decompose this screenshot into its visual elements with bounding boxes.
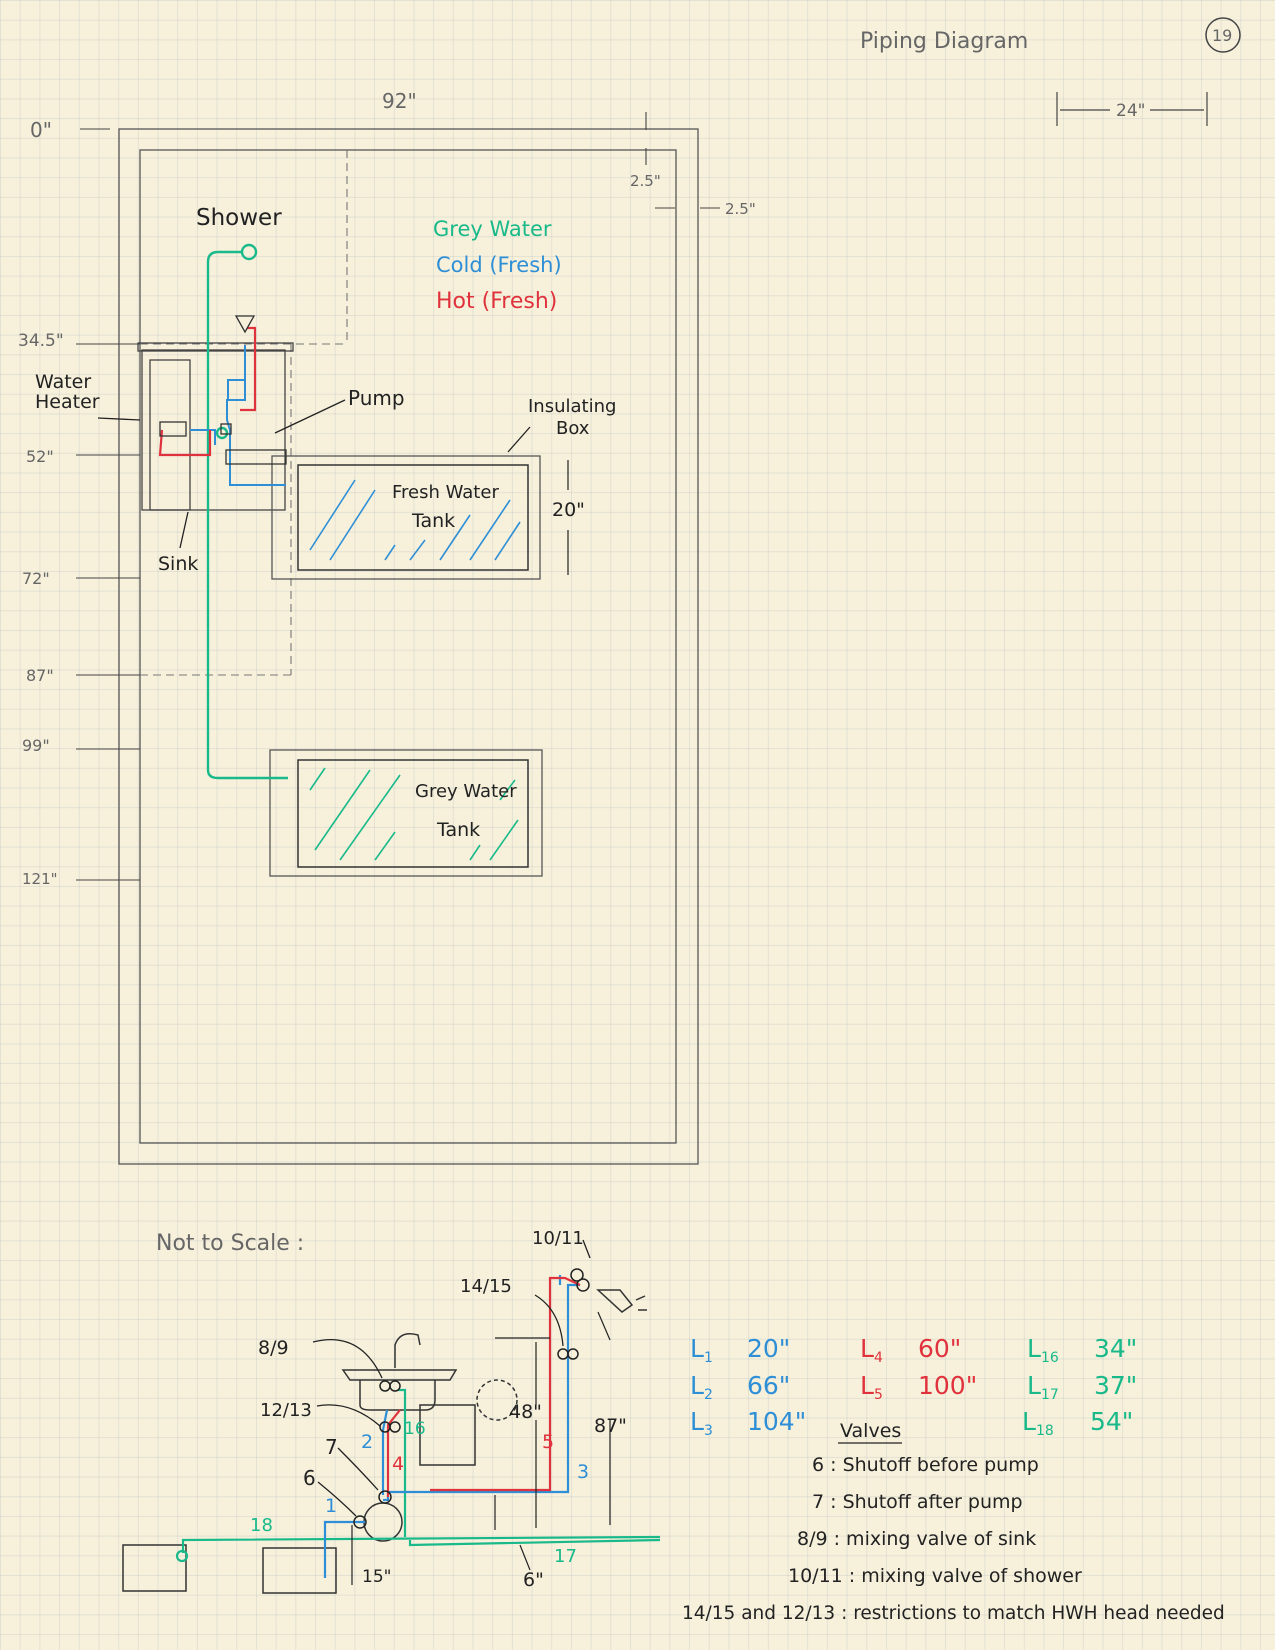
width-label: 92": [382, 89, 417, 113]
y-mark-72: 72": [22, 569, 50, 588]
valve-7: 7 : Shutoff after pump: [812, 1491, 1023, 1513]
plan-grey-pipe: [206, 243, 288, 780]
schematic-hot-pipe: [386, 1276, 581, 1497]
side-width-dimension: [1056, 92, 1208, 126]
callout-12-13: 12/13: [260, 1400, 312, 1421]
grey-tank-label-2: Tank: [436, 819, 480, 841]
schematic-valves: [353, 1268, 590, 1529]
legend-cold: Cold (Fresh): [436, 253, 562, 277]
sink-arrow: [179, 511, 189, 549]
margin-side-label: 2.5": [725, 200, 756, 218]
pipe-number-1: 1: [325, 1495, 337, 1517]
plan-hot-pipe: [158, 326, 257, 457]
margin-arrows: [645, 112, 720, 209]
y-mark-121: 121": [22, 870, 58, 888]
fresh-tank-label-2: Tank: [411, 510, 455, 532]
length-l3: 104": [747, 1407, 806, 1436]
side-width-label: 24": [1116, 101, 1145, 121]
length-l1: 20": [747, 1334, 790, 1363]
floor-plan: [118, 128, 699, 1165]
valve-8-9: 8/9 : mixing valve of sink: [797, 1528, 1036, 1550]
dim-48: 48": [509, 1401, 542, 1423]
length-l18-key: L18: [1022, 1407, 1054, 1439]
plan-fixtures: [159, 315, 287, 465]
page-number: 19: [1212, 26, 1232, 45]
page-number-circle: [1205, 17, 1241, 53]
legend-grey: Grey Water: [433, 217, 552, 241]
length-l4: 60": [918, 1334, 961, 1363]
dim-87: 87": [594, 1415, 627, 1437]
sink-label: Sink: [158, 553, 198, 575]
water-heater-label-2: Heater: [35, 391, 100, 413]
callout-14-15: 14/15: [460, 1276, 512, 1297]
y-mark-34: 34.5": [18, 331, 64, 351]
dim-15: 15": [362, 1567, 391, 1587]
length-l4-key: L4: [860, 1334, 883, 1366]
pipe-number-3: 3: [577, 1461, 589, 1483]
schematic-sink: [341, 1333, 518, 1421]
schematic-title: Not to Scale :: [156, 1231, 304, 1256]
y-mark-87: 87": [26, 666, 54, 685]
valve-6: 6 : Shutoff before pump: [812, 1454, 1039, 1476]
margin-top-label: 2.5": [630, 172, 661, 190]
pipe-number-4: 4: [392, 1453, 404, 1475]
lengths-table: L1 20" L2 66" L3 104" L4 60" L5 100" L16…: [690, 1334, 1137, 1439]
fresh-water-tank: [271, 455, 541, 580]
pump-label: Pump: [348, 386, 405, 410]
plan-cold-pipe: [190, 345, 286, 486]
length-l2: 66": [747, 1371, 790, 1400]
schematic-shower-head: [596, 1289, 647, 1313]
length-l2-key: L2: [690, 1371, 713, 1403]
length-l18: 54": [1090, 1407, 1133, 1436]
callout-8-9: 8/9: [258, 1337, 289, 1359]
pump-arrow: [274, 399, 346, 434]
valve-14-15: 14/15 and 12/13 : restrictions to match …: [682, 1603, 1225, 1624]
length-l3-key: L3: [690, 1407, 713, 1439]
dim-6: 6": [523, 1569, 544, 1591]
water-heater-label-1: Water: [35, 371, 91, 393]
pipe-number-16: 16: [404, 1419, 426, 1439]
length-l17: 37": [1094, 1371, 1137, 1400]
length-l16: 34": [1094, 1334, 1137, 1363]
pipe-number-2: 2: [361, 1431, 373, 1453]
schematic-dimension-lines: [351, 1311, 611, 1585]
length-l1-key: L1: [690, 1334, 713, 1366]
length-l5: 100": [918, 1371, 977, 1400]
shower-label: Shower: [196, 205, 282, 231]
y-mark-0: 0": [30, 118, 52, 142]
insulating-label-1: Insulating: [528, 396, 616, 417]
callout-10-11: 10/11: [532, 1228, 584, 1249]
callout-6: 6: [303, 1466, 316, 1490]
grey-tank-label-1: Grey Water: [415, 781, 517, 802]
sink-cabinet: [137, 342, 294, 511]
pipe-number-17: 17: [554, 1546, 577, 1567]
water-heater-arrow: [97, 417, 141, 421]
valve-10-11: 10/11 : mixing valve of shower: [788, 1565, 1082, 1587]
y-marks: [76, 128, 140, 881]
grey-water-tank: [269, 749, 543, 877]
fresh-tank-label-1: Fresh Water: [392, 482, 499, 503]
pipe-number-5: 5: [542, 1431, 554, 1453]
pipe-number-18: 18: [250, 1515, 273, 1536]
callout-7: 7: [325, 1435, 338, 1459]
page-title: Piping Diagram: [860, 29, 1028, 54]
valves-heading: Valves: [840, 1420, 901, 1442]
y-mark-52: 52": [26, 447, 54, 466]
length-l5-key: L5: [860, 1371, 883, 1403]
dashed-outlines: [140, 150, 348, 676]
length-l17-key: L17: [1027, 1371, 1059, 1403]
tank-height-label: 20": [552, 499, 585, 521]
insulating-label-2: Box: [556, 418, 590, 439]
y-mark-99: 99": [22, 736, 50, 755]
legend-hot: Hot (Fresh): [436, 289, 557, 314]
length-l16-key: L16: [1027, 1334, 1059, 1366]
schematic-cold-pipe: [323, 1275, 580, 1578]
callout-arrows: [312, 1239, 591, 1517]
insulating-arrow: [507, 426, 531, 453]
schematic-grey-pipe: [175, 1388, 661, 1563]
